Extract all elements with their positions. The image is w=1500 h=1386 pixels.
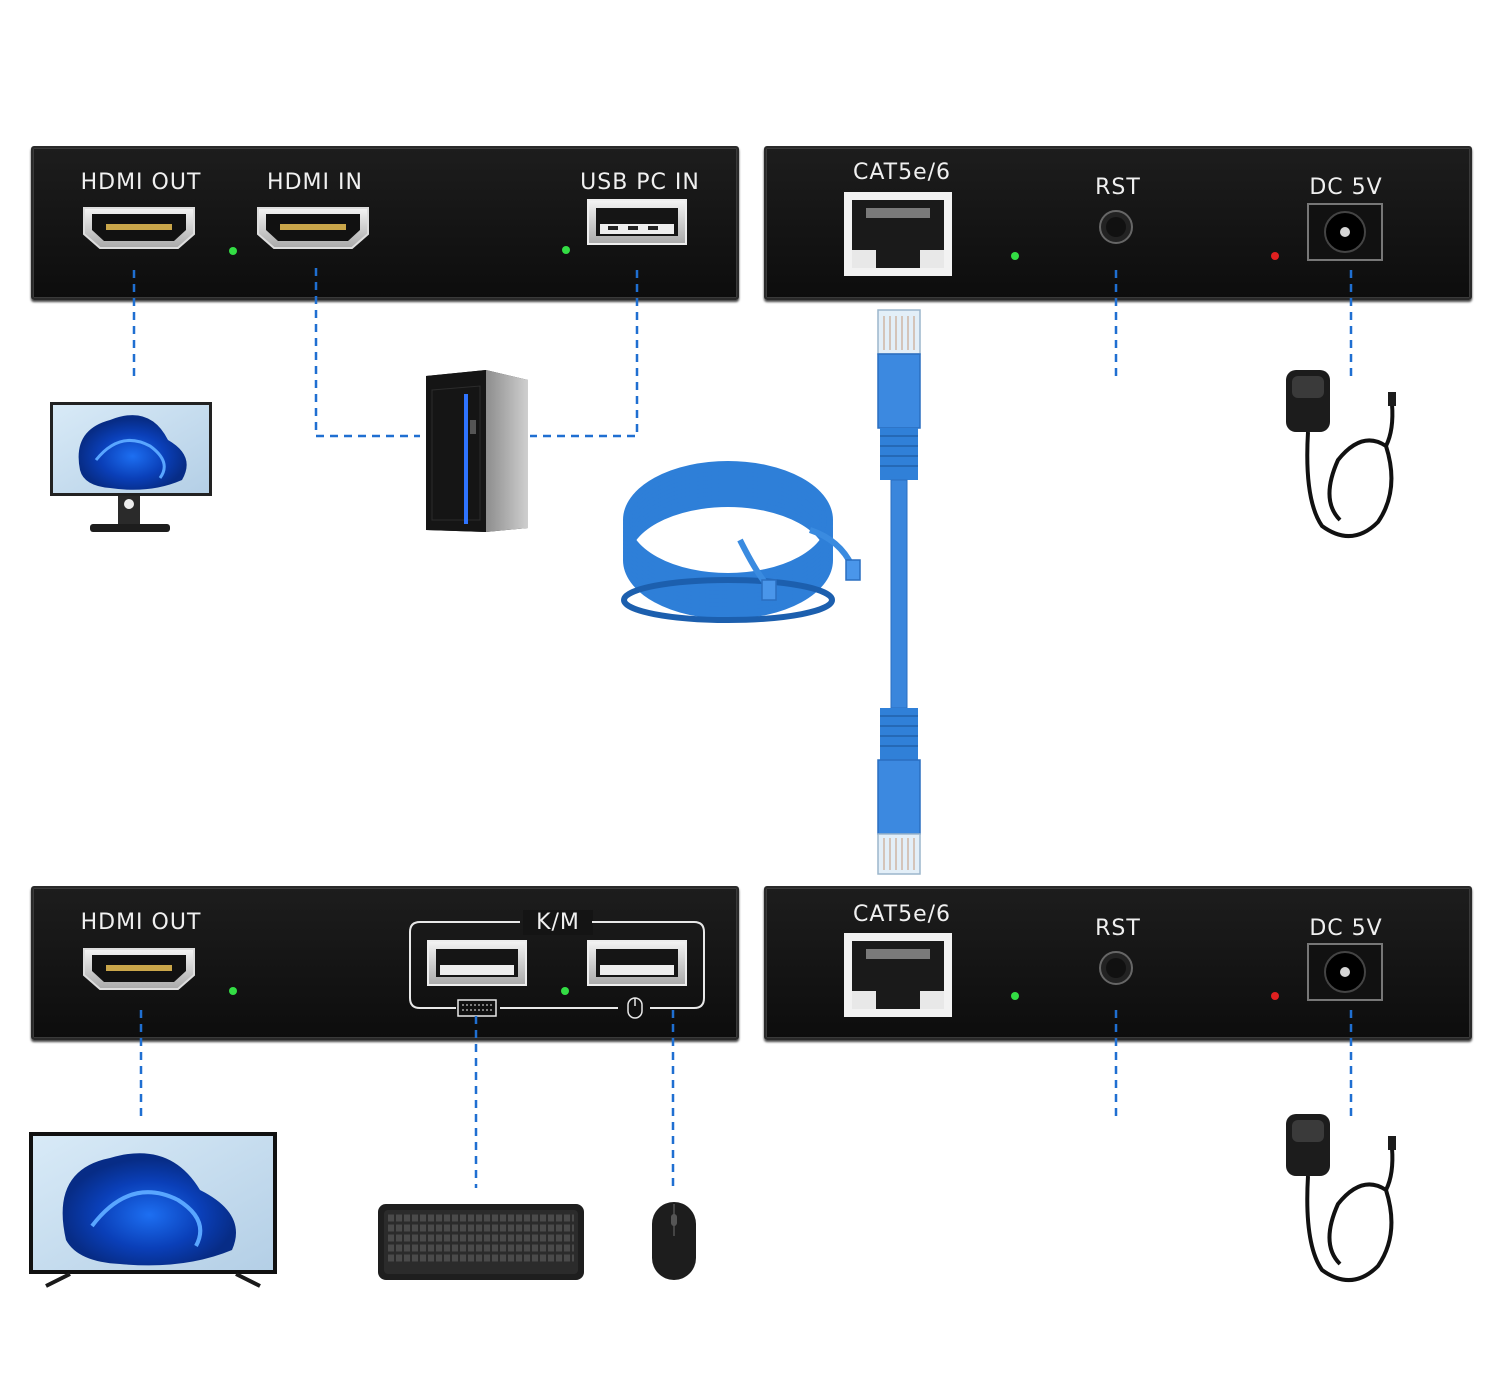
label-rst: RST <box>1095 175 1141 200</box>
reset-button-icon <box>1099 210 1133 244</box>
status-led-icon <box>562 246 570 254</box>
label-rst: RST <box>1095 916 1141 941</box>
label-dc-5v: DC 5V <box>1309 175 1383 200</box>
status-led-icon <box>561 987 569 995</box>
keyboard-icon <box>378 1204 584 1280</box>
usb-mouse-port-icon <box>587 940 687 986</box>
label-cat5e6: CAT5e/6 <box>852 902 952 927</box>
ethernet-cable-icon <box>877 309 921 875</box>
label-usb-pc-in: USB PC IN <box>580 170 700 195</box>
network-cable-coil-icon <box>621 461 861 623</box>
reset-button-icon <box>1099 951 1133 985</box>
tv-icon <box>29 1132 277 1288</box>
hdmi-out-port-icon <box>83 948 195 990</box>
power-led-icon <box>1271 992 1279 1000</box>
status-led-icon <box>1011 992 1019 1000</box>
status-led-icon <box>1011 252 1019 260</box>
rj45-port-icon <box>844 192 952 276</box>
monitor-icon <box>50 402 212 532</box>
status-led-icon <box>229 247 237 255</box>
label-hdmi-out: HDMI OUT <box>80 910 202 935</box>
desktop-pc-icon <box>426 370 528 532</box>
label-km: K/M <box>523 910 593 935</box>
status-led-icon <box>229 987 237 995</box>
connector-lines <box>132 268 1353 1190</box>
usb-port-icon <box>587 199 687 245</box>
mouse-icon <box>652 1202 696 1280</box>
hdmi-in-port-icon <box>257 207 369 249</box>
km-bracket-outline <box>409 921 705 1009</box>
label-cat5e6: CAT5e/6 <box>852 160 952 185</box>
label-hdmi-in: HDMI IN <box>267 170 363 195</box>
power-adapter-icon <box>1286 370 1396 539</box>
usb-keyboard-port-icon <box>427 940 527 986</box>
label-hdmi-out: HDMI OUT <box>80 170 202 195</box>
keyboard-symbol-icon <box>457 999 497 1017</box>
power-led-icon <box>1271 252 1279 260</box>
power-adapter-icon <box>1286 1114 1396 1283</box>
dc-jack-icon <box>1307 203 1383 261</box>
dc-jack-icon <box>1307 943 1383 1001</box>
rj45-port-icon <box>844 933 952 1017</box>
label-dc-5v: DC 5V <box>1309 916 1383 941</box>
mouse-symbol-icon <box>627 997 643 1019</box>
hdmi-out-port-icon <box>83 207 195 249</box>
